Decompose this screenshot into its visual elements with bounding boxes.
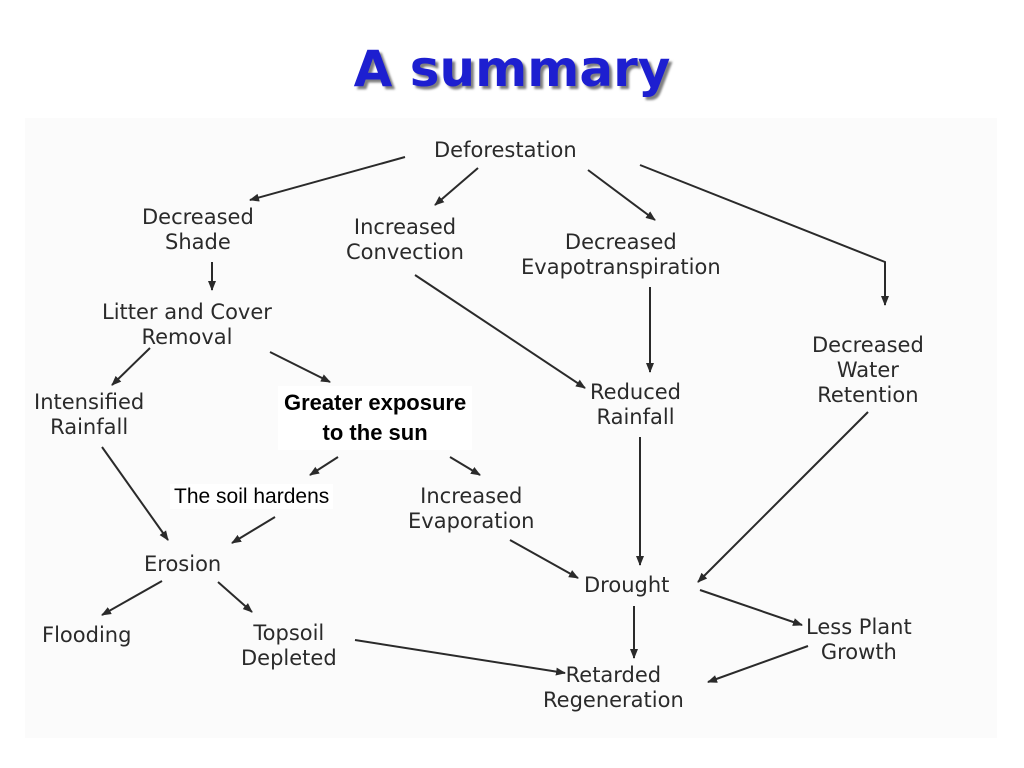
node-label-line: Retention [817,383,919,407]
node-label-line: Decreased [812,333,924,357]
diagram-panel [25,118,997,738]
node-label-line: Increased [353,215,457,239]
edge-topsoil-depleted-to-retarded-regeneration [354,639,566,676]
node-flooding: Flooding [42,623,131,648]
page-title: A summary [353,40,671,98]
edge-deforestation-to-decreased-shade [249,156,406,202]
node-label-line: Water [836,358,899,382]
edge-increased-convection-to-reduced-rainfall [414,274,586,389]
edge-increased-evaporation-to-drought [509,539,579,579]
node-label-line: Growth [820,640,897,664]
node-label-line: Greater exposure [284,390,467,415]
node-greater-exposure: Greater exposure to the sun [278,386,473,450]
edge-deforestation-to-increased-convection [434,167,479,206]
node-label-line: Litter and Cover [102,300,272,324]
edge-erosion-to-flooding [101,580,163,616]
node-label-line: Removal [141,325,233,349]
edge-litter-cover-removal-to-greater-exposure [269,351,331,383]
node-label-line: Intensified [34,390,145,414]
node-label-line: to the sun [322,420,428,445]
node-deforestation: Deforestation [434,138,577,163]
node-label-line: Decreased [142,205,254,229]
node-label-line: Flooding [42,623,132,647]
node-label-line: Decreased [564,230,677,254]
edge-drought-to-less-plant-growth [699,589,803,626]
node-label-line: Evaporation [408,509,535,533]
node-label-line: Rainfall [50,415,129,439]
edge-litter-cover-removal-to-intensified-rainfall [111,347,151,386]
node-label-line: Reduced [590,380,682,404]
node-drought: Drought [584,573,669,598]
node-label-line: Depleted [241,646,337,670]
node-label-line: Shade [165,230,231,254]
node-label-line: Regeneration [543,688,684,712]
node-label-line: The soil hardens [174,485,330,508]
node-label-line: Drought [584,573,670,597]
node-label-line: Less Plant [806,615,912,639]
edge-greater-exposure-to-increased-evaporation [449,456,481,476]
node-soil-hardens: The soil hardens [170,484,334,509]
edge-deforestation-to-decreased-water-retention [639,164,889,306]
node-label-line: Retarded [565,663,662,687]
node-erosion: Erosion [144,552,221,577]
edge-erosion-to-topsoil-depleted [217,581,253,613]
node-label-line: Evapotranspiration [521,255,721,279]
node-label-line: Topsoil [253,621,325,645]
node-label-line: Convection [346,240,464,264]
edge-decreased-water-retention-to-drought [697,411,869,583]
node-label-line: Deforestation [434,138,577,162]
edge-deforestation-to-decreased-evapotranspiration [587,169,656,221]
edge-less-plant-growth-to-retarded-regeneration [707,645,809,683]
node-label-line: Erosion [144,552,222,576]
node-label-line: Rainfall [596,405,675,429]
edge-intensified-rainfall-to-erosion [101,446,169,541]
edge-greater-exposure-to-soil-hardens [309,456,339,476]
edge-soil-hardens-to-erosion [231,516,276,544]
node-label-line: Increased [420,484,523,508]
